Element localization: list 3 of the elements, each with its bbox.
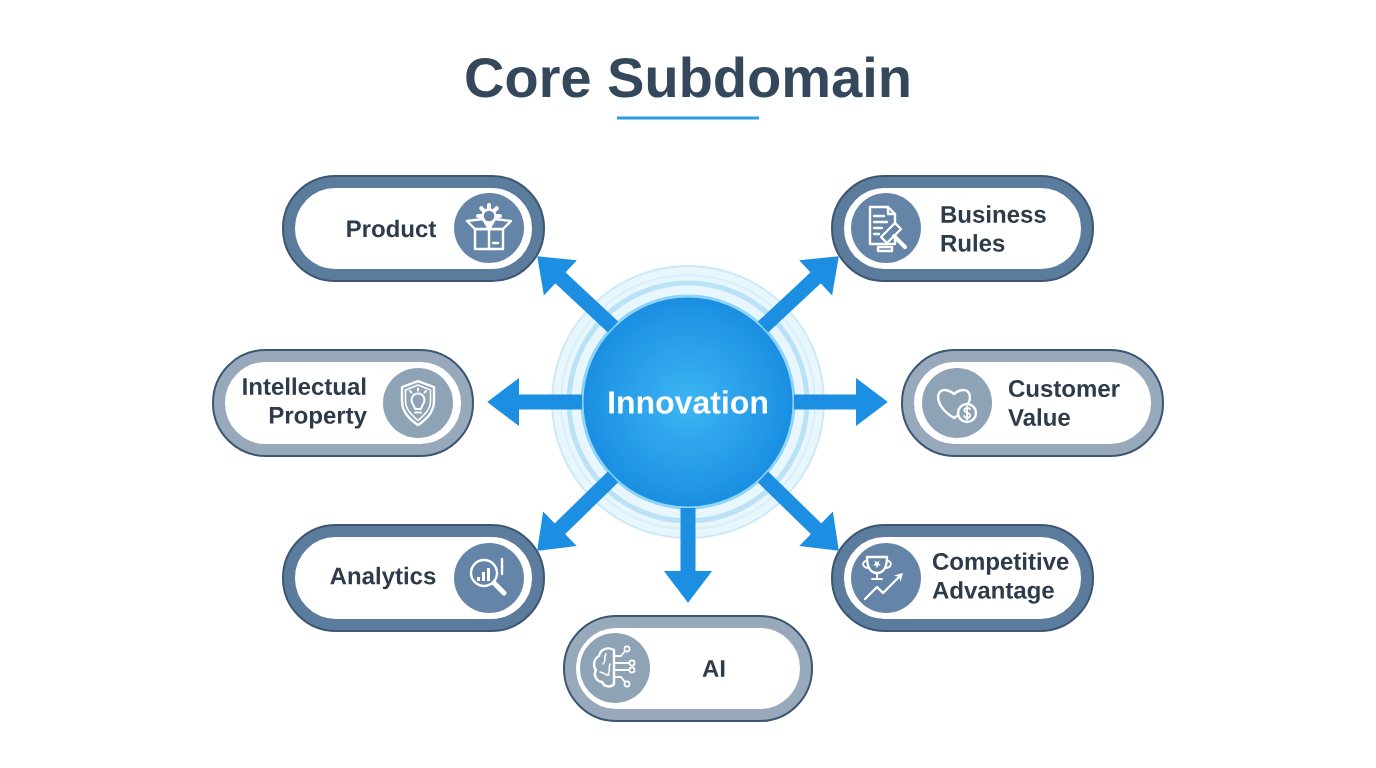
title: Core Subdomain	[466, 56, 909, 98]
arrow	[757, 471, 839, 551]
arrow	[537, 471, 619, 551]
